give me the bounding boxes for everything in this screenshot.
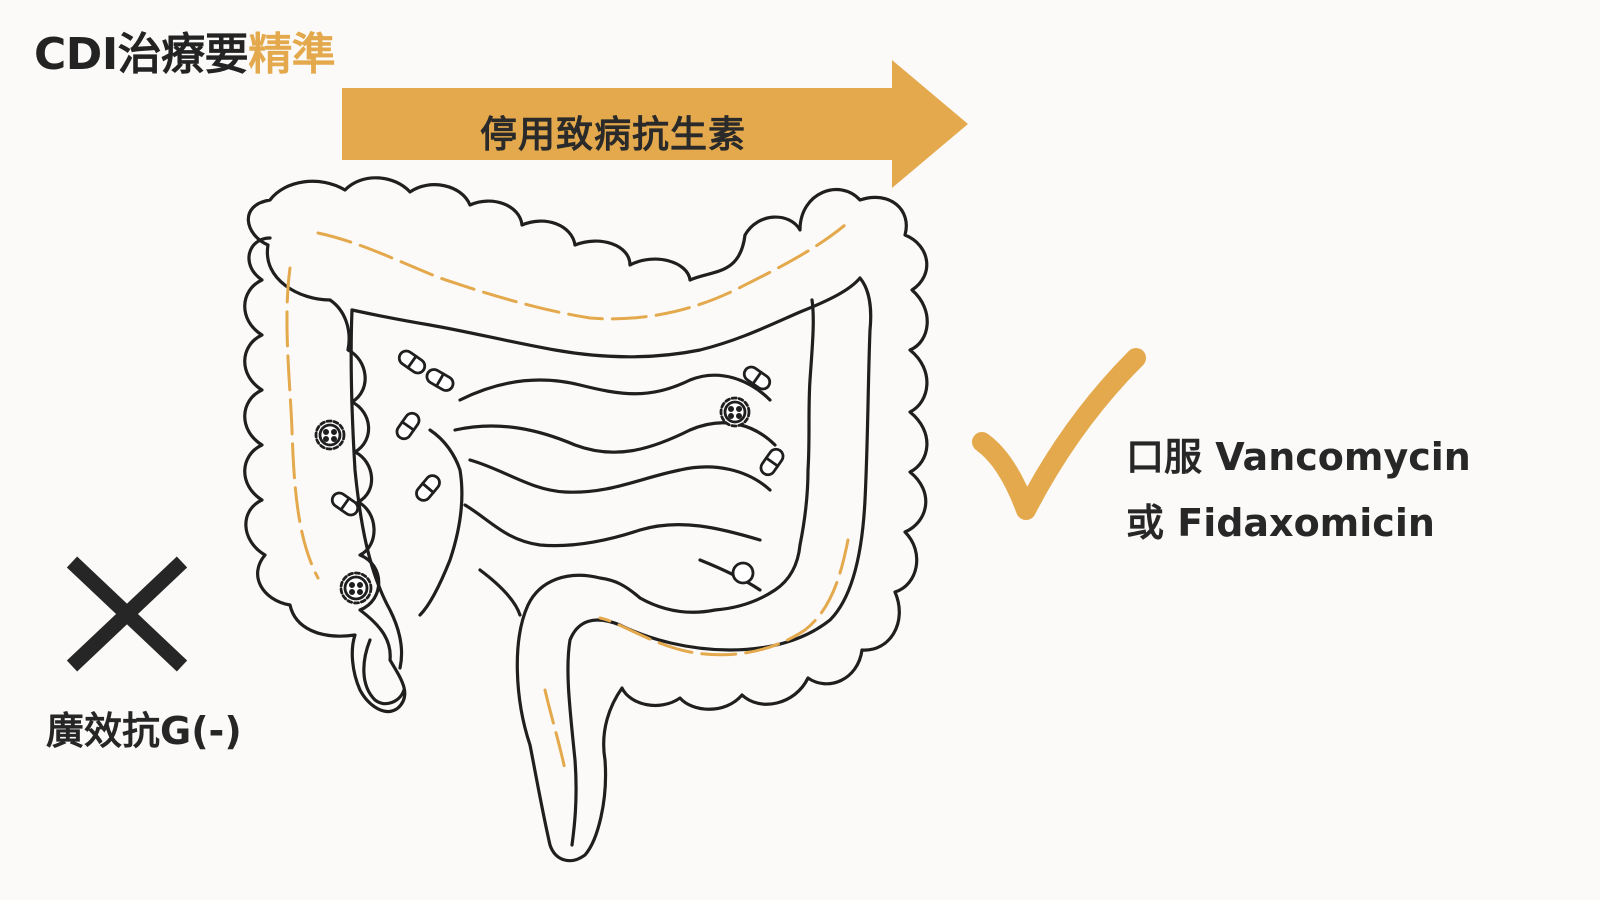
colon-inner-lining-left: [349, 308, 404, 670]
bacteria-group: [314, 349, 785, 605]
title-accent: 精準: [248, 29, 336, 80]
small-intestine-loop-4: [463, 503, 762, 548]
bacteria-round: [731, 561, 755, 585]
appendix-loop: [362, 638, 406, 706]
recommend-line-2: 或 Fidaxomicin: [1126, 501, 1435, 545]
small-intestine-loop-2: [453, 421, 777, 454]
bacteria-capsule: [759, 447, 785, 477]
mucosa-dashes: [285, 223, 850, 772]
small-intestine-loop-6: [478, 568, 522, 617]
colon-outline-left: [243, 236, 407, 714]
colon-outline: [246, 176, 929, 863]
bacteria-capsule: [397, 349, 427, 375]
cross-icon: [66, 556, 188, 672]
bacteria-capsule: [425, 368, 455, 392]
bacteria-capsule: [330, 491, 360, 517]
small-intestine-loop-3: [468, 458, 772, 494]
recommend-line-1: 口服 Vancomycin: [1126, 435, 1471, 479]
spore-icon: [719, 396, 751, 428]
avoid-label: 廣效抗G(-): [46, 709, 242, 753]
page-title: CDI治療要精準: [34, 18, 336, 82]
spore-icon: [339, 571, 373, 605]
small-intestine-loop-5: [418, 428, 464, 617]
arrow-label: 停用致病抗生素: [480, 113, 746, 156]
bacteria-capsule: [742, 365, 772, 391]
bacteria-capsule: [415, 474, 441, 502]
bacteria-capsule: [395, 411, 421, 441]
small-intestine-loop-1: [458, 373, 772, 402]
colon-inner-lining: [350, 276, 873, 847]
spore-icon: [314, 419, 346, 451]
checkmark-icon: [972, 348, 1146, 520]
title-prefix: CDI治療要: [34, 29, 249, 80]
